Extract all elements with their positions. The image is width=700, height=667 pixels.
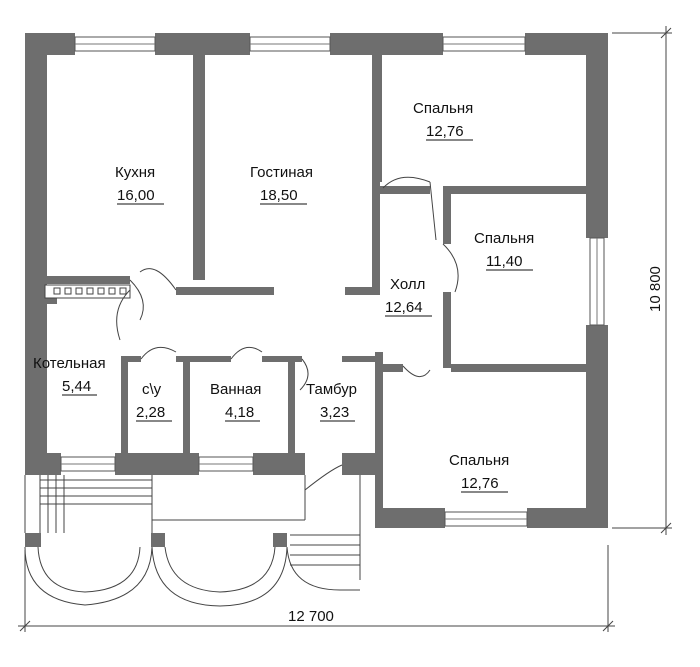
room-area-boiler: 5,44: [62, 378, 91, 395]
room-name-boiler: Котельная: [33, 355, 106, 372]
room-name-bath: Ванная: [210, 381, 261, 398]
dimension-height: 10 800: [612, 26, 672, 535]
room-area-bedroom2: 11,40: [486, 253, 522, 270]
room-name-vestibule: Тамбур: [306, 381, 357, 398]
room-area-wc: 2,28: [136, 404, 165, 421]
room-area-hall: 12,64: [385, 299, 423, 316]
interior-walls: [47, 55, 586, 453]
dimension-height-label: 10 800: [647, 266, 664, 312]
room-name-bedroom2: Спальня: [474, 230, 534, 247]
room-name-kitchen: Кухня: [115, 164, 155, 181]
room-area-bedroom1: 12,76: [426, 123, 464, 140]
porch: [24, 475, 361, 607]
room-area-living: 18,50: [260, 187, 298, 204]
room-name-wc: с\у: [142, 381, 162, 398]
room-area-vestibule: 3,23: [320, 404, 349, 421]
room-area-bedroom3: 12,76: [461, 475, 499, 492]
room-name-bedroom1: Спальня: [413, 100, 473, 117]
room-area-bath: 4,18: [225, 404, 254, 421]
room-name-hall: Холл: [390, 276, 425, 293]
room-name-bedroom3: Спальня: [449, 452, 509, 469]
room-labels: Кухня 16,00 Гостиная 18,50 Спальня 12,76…: [33, 100, 534, 493]
room-area-kitchen: 16,00: [117, 187, 155, 204]
outer-walls: [25, 33, 608, 547]
room-name-living: Гостиная: [250, 164, 313, 181]
doors: [116, 176, 459, 491]
dimension-width-label: 12 700: [288, 608, 334, 625]
windows: [60, 36, 605, 527]
heating-duct: [44, 284, 131, 299]
dimension-width: 12 700: [18, 545, 615, 632]
